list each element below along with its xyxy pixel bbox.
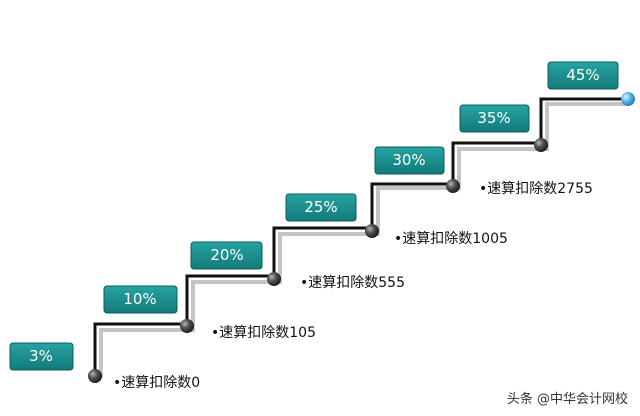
- rate-badge-30: 30%: [374, 146, 445, 175]
- deduction-label: •速算扣除数555: [300, 275, 405, 291]
- rate-badge-10: 10%: [103, 285, 178, 314]
- deduction-label: •速算扣除数105: [211, 325, 316, 341]
- rate-badge-label: 20%: [210, 246, 243, 264]
- rate-badge-45: 45%: [547, 61, 619, 90]
- deduction-label: •速算扣除数2755: [479, 181, 593, 197]
- step-node: [88, 369, 102, 383]
- rate-badge-label: 35%: [477, 109, 510, 127]
- step-node: [534, 138, 548, 152]
- rate-badge-20: 20%: [190, 241, 263, 270]
- rate-badge-3: 3%: [9, 342, 74, 371]
- deduction-label: •速算扣除数0: [113, 375, 200, 391]
- deduction-label: •速算扣除数1005: [394, 231, 508, 247]
- rate-badge-label: 45%: [566, 66, 599, 84]
- step-node: [446, 179, 460, 193]
- step-node: [365, 224, 379, 238]
- rate-badge-label: 10%: [123, 290, 156, 308]
- rate-badge-label: 3%: [29, 347, 53, 365]
- staircase-shadow: [99, 102, 628, 378]
- rate-badge-25: 25%: [285, 193, 357, 222]
- rate-badge-label: 30%: [392, 151, 425, 169]
- rate-badge-label: 25%: [304, 198, 337, 216]
- rate-badge-35: 35%: [459, 104, 530, 133]
- end-node: [621, 92, 635, 106]
- step-node: [267, 272, 281, 286]
- watermark: 头条 @中华会计网校: [507, 391, 628, 407]
- step-node: [180, 319, 194, 333]
